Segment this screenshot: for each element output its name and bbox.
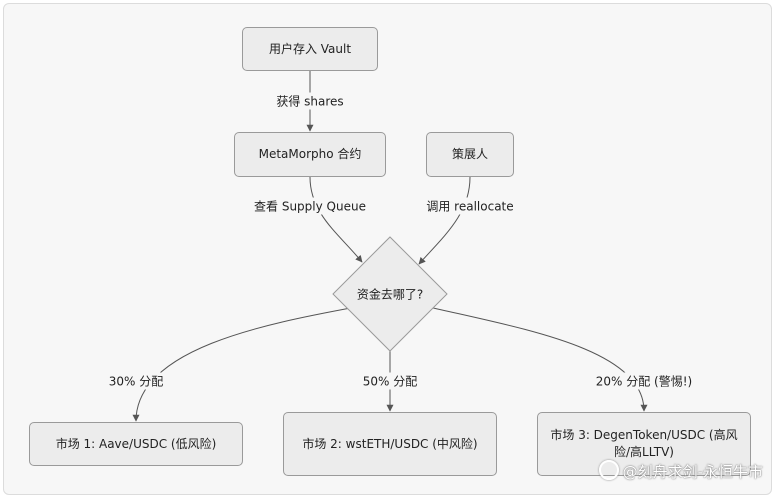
watermark-icon <box>598 460 619 480</box>
edges-layer <box>132 71 648 422</box>
node-curator: 策展人 <box>426 132 514 177</box>
edge-metamorpho-to-decision <box>309 176 363 263</box>
edge-label-alloc50: 50% 分配 <box>361 372 419 390</box>
node-metamorpho-label: MetaMorpho 合约 <box>258 147 362 161</box>
edge-label-alloc20: 20% 分配 (警惕!) <box>594 372 694 390</box>
edge-decision-to-market3 <box>428 306 648 412</box>
edge-label-check-queue: 查看 Supply Queue <box>253 197 367 215</box>
decision-label: 资金去哪了? <box>356 287 424 302</box>
node-deposit: 用户存入 Vault <box>242 27 378 71</box>
node-market2: 市场 2: wstETH/USDC (中风险) <box>283 412 497 476</box>
edge-label-alloc30: 30% 分配 <box>107 372 165 390</box>
edge-label-reallocate: 调用 reallocate <box>425 197 515 215</box>
edge-decision-to-market1 <box>132 306 357 422</box>
node-market3-label: 市场 3: DegenToken/USDC (高风险/高LLTV) <box>550 428 738 459</box>
watermark: @刻舟求剑-永恒牛市 <box>598 460 763 482</box>
edge-label-get-shares: 获得 shares <box>275 92 345 110</box>
diagram-canvas: 用户存入 Vault MetaMorpho 合约 策展人 资金去哪了? 市场 1… <box>3 3 772 495</box>
node-deposit-label: 用户存入 Vault <box>268 41 352 56</box>
node-market2-label: 市场 2: wstETH/USDC (中风险) <box>302 436 478 451</box>
edge-curator-to-decision <box>418 176 471 265</box>
node-market1: 市场 1: Aave/USDC (低风险) <box>29 422 243 466</box>
node-curator-label: 策展人 <box>451 147 488 161</box>
node-market3: 市场 3: DegenToken/USDC (高风险/高LLTV) <box>537 412 751 476</box>
watermark-text: @刻舟求剑-永恒牛市 <box>622 463 763 481</box>
node-metamorpho: MetaMorpho 合约 <box>234 132 386 177</box>
decision-diamond <box>332 236 448 352</box>
node-market1-label: 市场 1: Aave/USDC (低风险) <box>55 436 217 451</box>
